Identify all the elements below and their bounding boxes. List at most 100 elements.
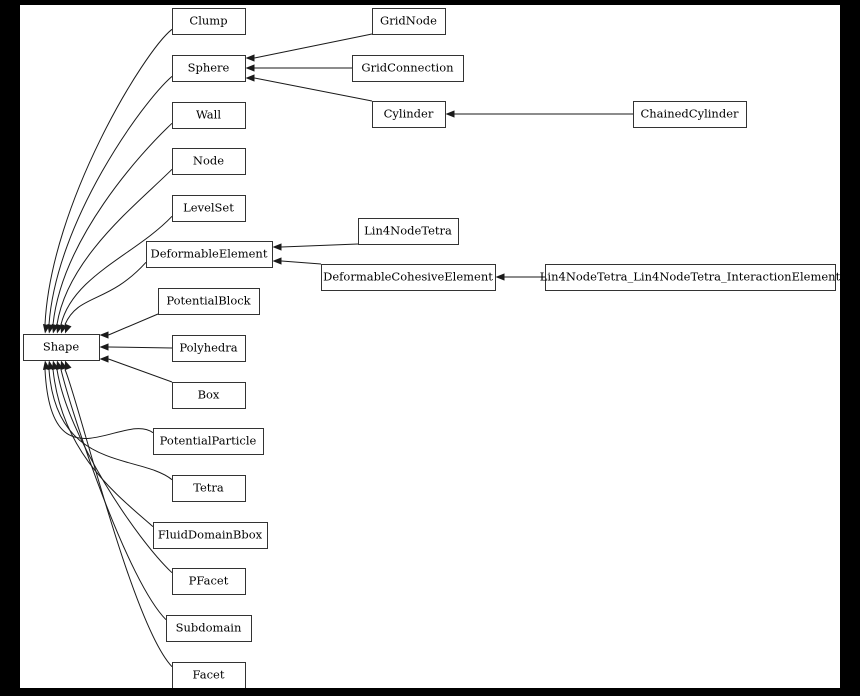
class-node-sphere[interactable]: Sphere <box>172 55 246 82</box>
class-node-cylinder[interactable]: Cylinder <box>372 101 446 128</box>
class-node-gridconn[interactable]: GridConnection <box>352 55 464 82</box>
class-node-label: Tetra <box>193 481 224 495</box>
class-node-box[interactable] <box>153 428 264 455</box>
nodes-layer: Shape ClumpSphereWallNodeLevelSetDeformab… <box>23 8 840 689</box>
class-node-box[interactable] <box>172 382 246 409</box>
arrowhead <box>245 64 255 72</box>
class-node-box[interactable] <box>372 8 446 35</box>
class-node-pfacet[interactable]: PFacet <box>172 568 246 595</box>
edge-sphere-to-shape <box>48 75 173 325</box>
class-node-label: Box <box>198 388 220 402</box>
class-node-label: Sphere <box>188 61 230 75</box>
edge-facet-to-shape <box>64 369 173 668</box>
arrowhead <box>99 343 109 351</box>
edge-defcohesive-to-defelem <box>281 260 322 265</box>
class-node-label: FluidDomainBbox <box>158 528 263 542</box>
class-node-subdomain[interactable]: Subdomain <box>166 615 252 642</box>
class-node-box[interactable] <box>358 218 459 245</box>
class-node-tetra[interactable]: Tetra <box>172 475 246 502</box>
class-node-box[interactable] <box>23 334 100 361</box>
class-node-box[interactable] <box>172 8 246 35</box>
arrowhead <box>64 360 72 371</box>
class-node-label: Lin4NodeTetra_Lin4NodeTetra_InteractionE… <box>540 270 840 284</box>
class-node-box[interactable] <box>545 264 836 291</box>
class-node-label: Cylinder <box>384 107 434 121</box>
arrowhead <box>245 54 255 62</box>
arrowhead <box>495 273 505 281</box>
class-node-polyhedra[interactable]: Polyhedra <box>172 335 246 362</box>
class-node-box[interactable] <box>172 475 246 502</box>
class-node-clump[interactable]: Clump <box>172 8 246 35</box>
class-node-defelem[interactable]: DeformableElement <box>146 241 273 268</box>
class-node-label: Shape <box>43 340 80 354</box>
class-node-box[interactable] <box>321 264 496 291</box>
class-node-potblock[interactable]: PotentialBlock <box>158 288 260 315</box>
class-node-defcohesive[interactable]: DeformableCohesiveElement <box>321 264 496 291</box>
class-node-label: GridNode <box>380 14 437 28</box>
class-node-lin4inter[interactable]: Lin4NodeTetra_Lin4NodeTetra_InteractionE… <box>540 264 840 291</box>
class-node-box[interactable] <box>172 335 246 362</box>
class-node-box[interactable] <box>158 288 260 315</box>
class-node-wall[interactable]: Wall <box>172 102 246 129</box>
class-node-label: Facet <box>193 668 225 682</box>
class-node-label: Clump <box>189 14 227 28</box>
class-node-box[interactable] <box>172 102 246 129</box>
arrowhead <box>445 110 455 118</box>
class-node-label: ChainedCylinder <box>640 107 739 121</box>
class-node-label: DeformableElement <box>151 247 268 261</box>
edge-lin4tetra-to-defelem <box>281 243 359 248</box>
class-node-label: Wall <box>196 108 221 122</box>
class-node-levelset[interactable]: LevelSet <box>172 195 246 222</box>
arrowhead <box>64 323 72 334</box>
class-node-box[interactable] <box>172 195 246 222</box>
class-node-box[interactable] <box>172 55 246 82</box>
edges-layer <box>42 28 633 668</box>
class-node-box[interactable] <box>172 568 246 595</box>
class-node-fluidbbox[interactable]: FluidDomainBbox <box>153 522 268 549</box>
inheritance-diagram-svg: Shape ClumpSphereWallNodeLevelSetDeformab… <box>23 8 840 689</box>
arrowhead <box>245 74 255 82</box>
class-node-box[interactable] <box>633 101 747 128</box>
edge-defelem-to-shape <box>64 261 147 325</box>
edge-wall-to-shape <box>52 122 173 325</box>
class-node-label: PotentialParticle <box>160 434 257 448</box>
class-node-box[interactable] <box>166 615 252 642</box>
class-node-label: Lin4NodeTetra <box>364 224 452 238</box>
class-node-box[interactable]: Box <box>172 382 246 409</box>
class-node-potparticle[interactable]: PotentialParticle <box>153 428 264 455</box>
class-node-label: Node <box>193 154 224 168</box>
class-node-label: Subdomain <box>176 621 242 635</box>
arrowhead <box>99 331 109 339</box>
class-node-gridnode[interactable]: GridNode <box>372 8 446 35</box>
edge-potparticle-to-shape <box>44 369 154 439</box>
edge-cylinder-to-sphere <box>254 77 373 102</box>
class-node-box[interactable] <box>172 662 246 689</box>
edge-gridnode-to-sphere <box>254 33 373 59</box>
edge-pfacet-to-shape <box>56 369 173 574</box>
class-node-box[interactable] <box>352 55 464 82</box>
edge-fluidbbox-to-shape <box>52 369 154 528</box>
class-node-lin4tetra[interactable]: Lin4NodeTetra <box>358 218 459 245</box>
class-node-chainedcyl[interactable]: ChainedCylinder <box>633 101 747 128</box>
class-node-box[interactable] <box>172 148 246 175</box>
class-node-facet[interactable]: Facet <box>172 662 246 689</box>
edge-levelset-to-shape <box>60 215 173 325</box>
class-node-label: Polyhedra <box>179 341 237 355</box>
class-node-box[interactable] <box>146 241 273 268</box>
edge-potblock-to-shape <box>108 313 159 336</box>
class-node-box[interactable] <box>153 522 268 549</box>
class-node-shape[interactable]: Shape <box>23 334 100 361</box>
class-node-label: LevelSet <box>183 201 234 215</box>
arrowhead <box>272 257 282 265</box>
class-node-node[interactable]: Node <box>172 148 246 175</box>
edge-polyhedra-to-shape <box>108 346 173 349</box>
edge-node-to-shape <box>56 168 173 325</box>
arrowhead <box>272 243 282 251</box>
edge-tetra-to-shape <box>48 369 173 481</box>
class-node-label: DeformableCohesiveElement <box>323 270 493 284</box>
class-node-label: PFacet <box>189 574 229 588</box>
class-node-box[interactable] <box>372 101 446 128</box>
arrowhead <box>99 355 109 363</box>
